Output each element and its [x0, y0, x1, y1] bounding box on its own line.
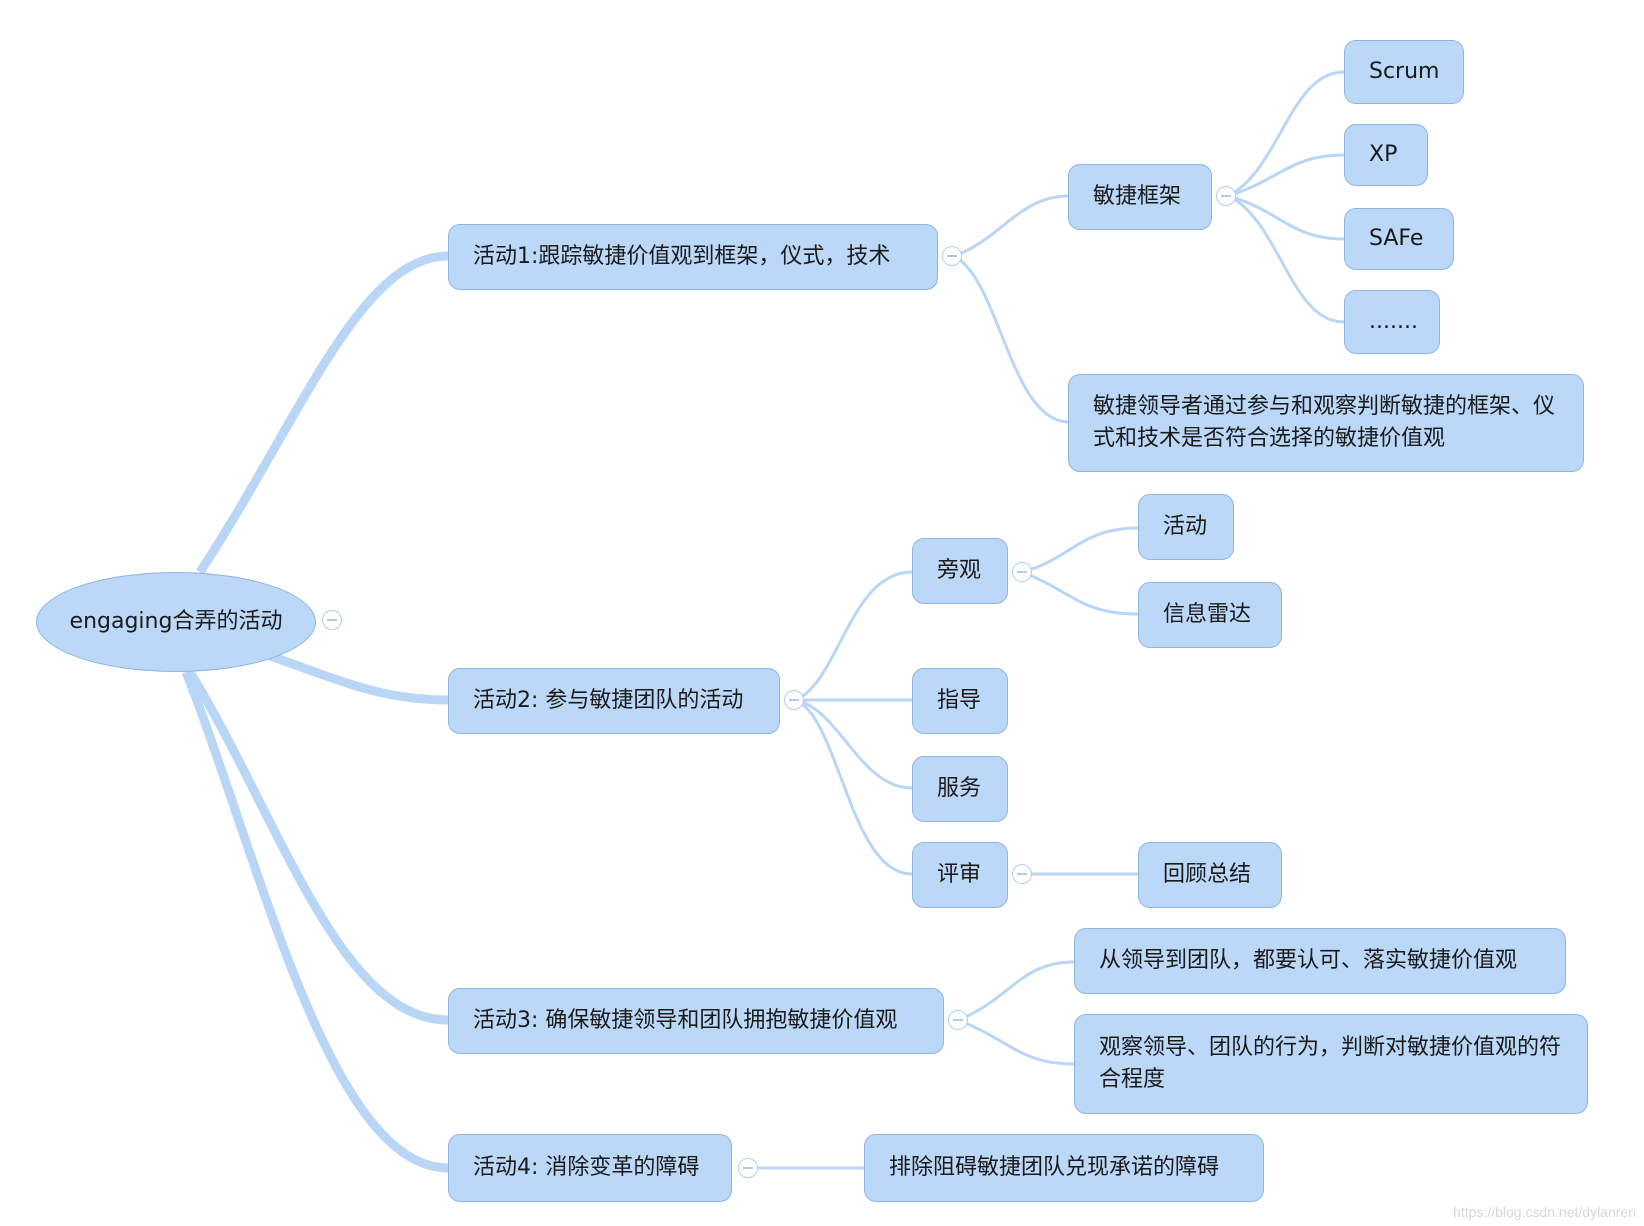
activity-3-label: 活动3: 确保敏捷领导和团队拥抱敏捷价值观	[473, 1008, 898, 1033]
collapse-toggle-review[interactable]	[1012, 864, 1032, 884]
connector-a3-endorse	[957, 960, 1075, 1022]
activity-4-label: 活动4: 消除变革的障碍	[473, 1155, 700, 1180]
coach-label: 指导	[937, 688, 982, 713]
review-node[interactable]: 评审	[912, 842, 1008, 908]
activity-3-observe-label: 观察领导、团队的行为，判断对敏捷价值观的符合程度	[1099, 1035, 1562, 1092]
framework-more-node[interactable]: .......	[1344, 290, 1440, 354]
connector-framework-safe	[1227, 194, 1345, 241]
activity-1-statement-node[interactable]: 敏捷领导者通过参与和观察判断敏捷的框架、仪式和技术是否符合选择的敏捷价值观	[1068, 374, 1584, 472]
collapse-toggle-observe[interactable]	[1012, 562, 1032, 582]
observe-label: 旁观	[937, 558, 982, 583]
framework-safe-label: SAFe	[1369, 226, 1424, 251]
collapse-toggle-activity-2[interactable]	[784, 690, 804, 710]
connector-a1-statement	[953, 254, 1069, 424]
connector-a1-framework	[953, 194, 1069, 258]
activity-1-label: 活动1:跟踪敏捷价值观到框架，仪式，技术	[473, 244, 891, 269]
framework-label: 敏捷框架	[1093, 184, 1182, 209]
activity-3-endorse-node[interactable]: 从领导到团队，都要认可、落实敏捷价值观	[1074, 928, 1566, 994]
collapse-toggle-activity-3[interactable]	[948, 1010, 968, 1030]
activity-2-label: 活动2: 参与敏捷团队的活动	[473, 688, 744, 713]
framework-safe-node[interactable]: SAFe	[1344, 208, 1454, 270]
serve-node[interactable]: 服务	[912, 756, 1008, 822]
connector-a2-observe	[795, 570, 913, 702]
connector-observe-radar	[1021, 570, 1139, 616]
review-label: 评审	[937, 862, 982, 887]
activity-3-node[interactable]: 活动3: 确保敏捷领导和团队拥抱敏捷价值观	[448, 988, 944, 1054]
retrospective-label: 回顾总结	[1163, 862, 1252, 887]
framework-more-label: .......	[1369, 309, 1418, 334]
activity-2-node[interactable]: 活动2: 参与敏捷团队的活动	[448, 668, 780, 734]
collapse-toggle-activity-1[interactable]	[942, 246, 962, 266]
watermark: https://blog.csdn.net/dylanren	[1453, 1204, 1636, 1220]
connector-a3-observe	[957, 1018, 1075, 1066]
connector-root-activity-4	[181, 670, 449, 1173]
observe-activity-node[interactable]: 活动	[1138, 494, 1234, 560]
observe-node[interactable]: 旁观	[912, 538, 1008, 604]
connector-framework-more	[1227, 194, 1345, 324]
collapse-toggle-framework[interactable]	[1216, 186, 1236, 206]
collapse-toggle-root[interactable]	[322, 610, 342, 630]
coach-node[interactable]: 指导	[912, 668, 1008, 734]
collapse-toggle-activity-4[interactable]	[738, 1158, 758, 1178]
activity-3-endorse-label: 从领导到团队，都要认可、落实敏捷价值观	[1099, 948, 1518, 973]
observe-radar-label: 信息雷达	[1163, 602, 1252, 627]
retrospective-node[interactable]: 回顾总结	[1138, 842, 1282, 908]
connector-root-activity-3	[186, 669, 449, 1025]
connector-a2-serve	[795, 698, 913, 790]
activity-1-statement-label: 敏捷领导者通过参与和观察判断敏捷的框架、仪式和技术是否符合选择的敏捷价值观	[1093, 394, 1556, 451]
framework-node[interactable]: 敏捷框架	[1068, 164, 1212, 230]
connector-framework-xp	[1227, 153, 1345, 198]
connector-observe-activity	[1021, 526, 1139, 574]
observe-activity-label: 活动	[1163, 514, 1208, 539]
serve-label: 服务	[937, 776, 982, 801]
framework-xp-node[interactable]: XP	[1344, 124, 1428, 186]
connector-framework-scrum	[1227, 70, 1345, 198]
activity-3-observe-node[interactable]: 观察领导、团队的行为，判断对敏捷价值观的符合程度	[1074, 1014, 1588, 1114]
connector-a2-review	[795, 698, 913, 876]
activity-4-remove-label: 排除阻碍敏捷团队兑现承诺的障碍	[889, 1155, 1220, 1180]
connector-root-activity-2	[268, 651, 449, 705]
activity-1-node[interactable]: 活动1:跟踪敏捷价值观到框架，仪式，技术	[448, 224, 938, 290]
framework-xp-label: XP	[1369, 142, 1398, 167]
activity-4-remove-node[interactable]: 排除阻碍敏捷团队兑现承诺的障碍	[864, 1134, 1264, 1202]
root-label: engaging合弄的活动	[69, 609, 283, 634]
framework-scrum-node[interactable]: Scrum	[1344, 40, 1464, 104]
activity-4-node[interactable]: 活动4: 消除变革的障碍	[448, 1134, 732, 1202]
connector-root-activity-1	[196, 251, 449, 575]
observe-radar-node[interactable]: 信息雷达	[1138, 582, 1282, 648]
framework-scrum-label: Scrum	[1369, 59, 1440, 84]
root-node[interactable]: engaging合弄的活动	[36, 572, 316, 672]
